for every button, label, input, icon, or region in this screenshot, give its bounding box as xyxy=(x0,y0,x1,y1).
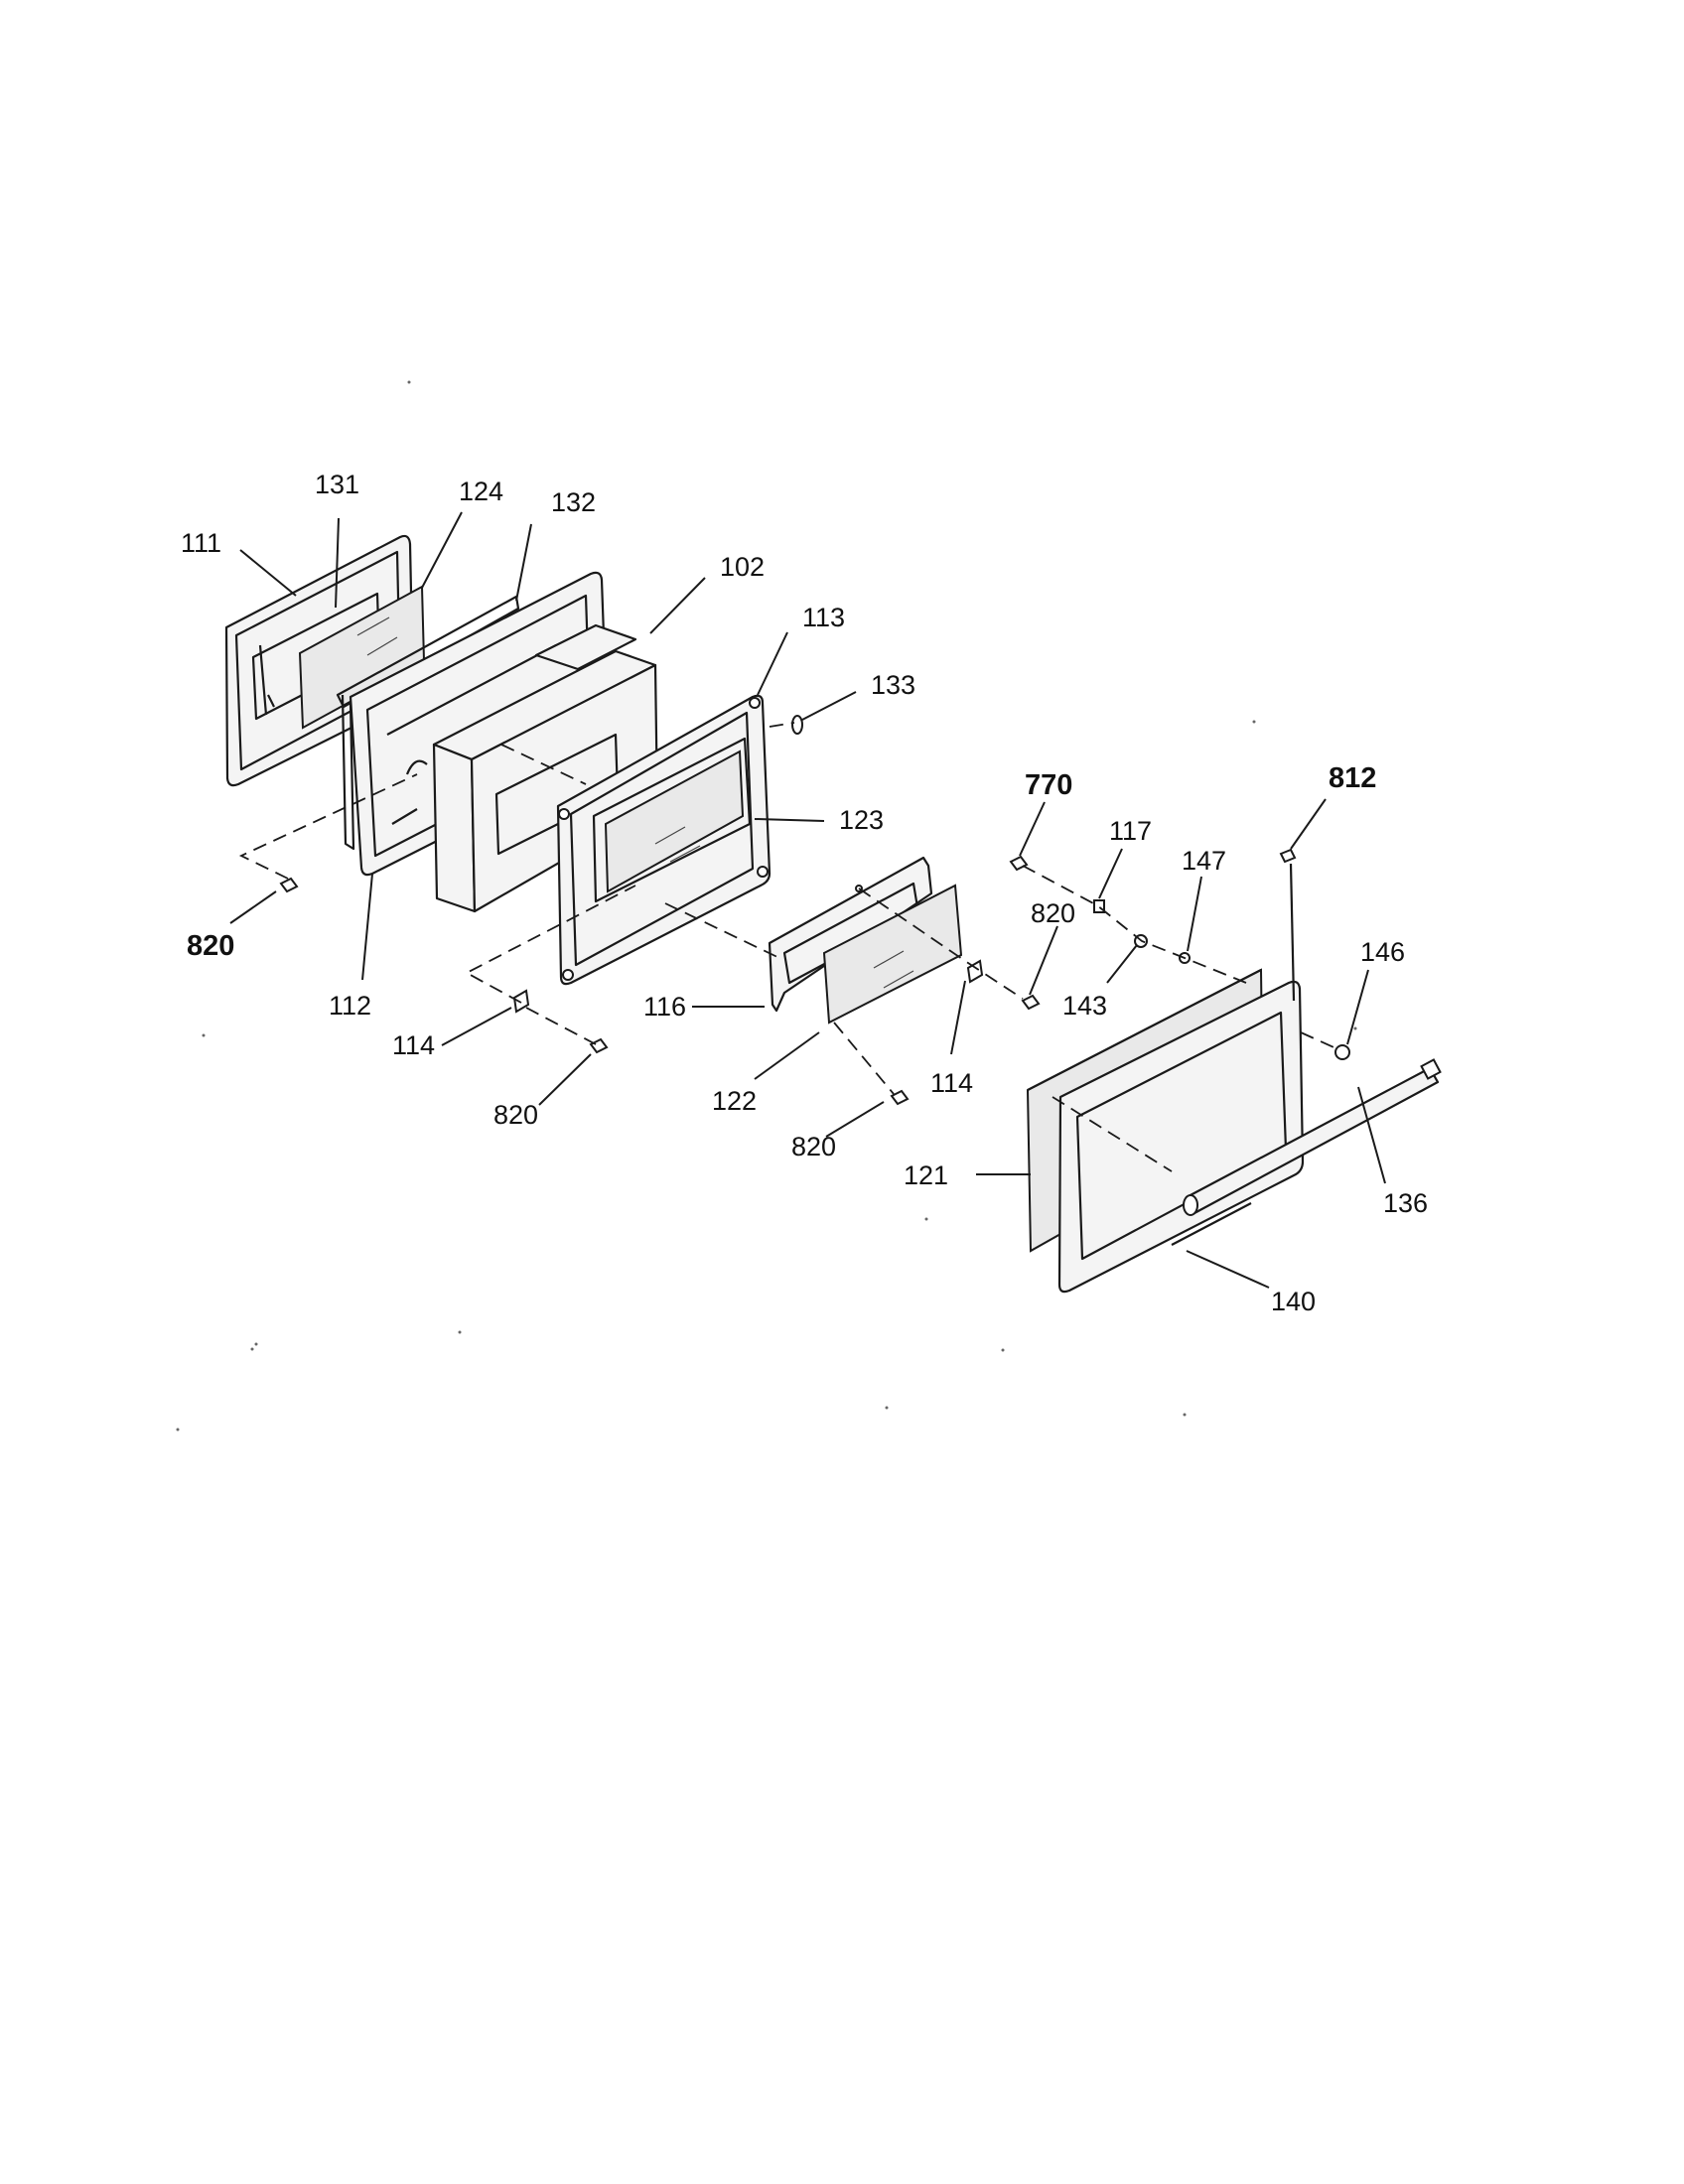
callout-131: 131 xyxy=(315,470,359,499)
screw-820a-part xyxy=(279,877,299,893)
door-handle-part xyxy=(1183,1058,1442,1216)
clip-114a-part xyxy=(512,989,530,1014)
callout-820-right: 820 xyxy=(1031,898,1075,928)
callout-132: 132 xyxy=(551,487,596,517)
callout-146: 146 xyxy=(1360,937,1405,967)
callout-117: 117 xyxy=(1109,816,1152,846)
callout-102: 102 xyxy=(720,552,765,582)
washer-146-part xyxy=(1334,1044,1350,1060)
callout-770: 770 xyxy=(1025,769,1072,801)
door-gasket-frame-part xyxy=(336,595,520,851)
callout-820-lower-left: 820 xyxy=(493,1100,538,1130)
callout-114-right: 114 xyxy=(930,1068,973,1098)
callout-113: 113 xyxy=(802,603,845,632)
callout-111: 111 xyxy=(181,528,221,558)
leader-lines xyxy=(229,511,1386,1289)
callout-820-left: 820 xyxy=(187,930,234,962)
callout-140: 140 xyxy=(1271,1287,1316,1316)
screw-820c-part xyxy=(890,1089,910,1106)
callout-143: 143 xyxy=(1062,991,1107,1021)
spacer-117-part xyxy=(1093,899,1105,913)
screw-820d-part xyxy=(1021,994,1041,1011)
callout-820-center: 820 xyxy=(791,1132,836,1161)
callout-123: 123 xyxy=(839,805,884,835)
callout-136: 136 xyxy=(1383,1188,1428,1218)
screw-770-part xyxy=(1009,855,1029,872)
clip-part xyxy=(791,715,803,735)
callout-122: 122 xyxy=(712,1086,757,1116)
callout-labels: 111 131 124 132 102 113 133 123 820 112 … xyxy=(181,470,1428,1316)
callout-112: 112 xyxy=(329,991,371,1021)
screw-812-part xyxy=(1279,848,1297,1002)
scan-specks xyxy=(176,380,1357,1432)
callout-114-left: 114 xyxy=(392,1030,435,1060)
callout-121: 121 xyxy=(904,1160,948,1190)
callout-812: 812 xyxy=(1329,762,1376,794)
callout-116: 116 xyxy=(643,992,686,1022)
bracket-glass-part xyxy=(822,884,963,1024)
callout-147: 147 xyxy=(1182,846,1226,876)
door-window-glass-part xyxy=(592,737,752,903)
screw-820b-part xyxy=(589,1037,609,1054)
callout-124: 124 xyxy=(459,477,503,506)
assembly-lines xyxy=(238,722,1341,1172)
callout-133: 133 xyxy=(871,670,915,700)
